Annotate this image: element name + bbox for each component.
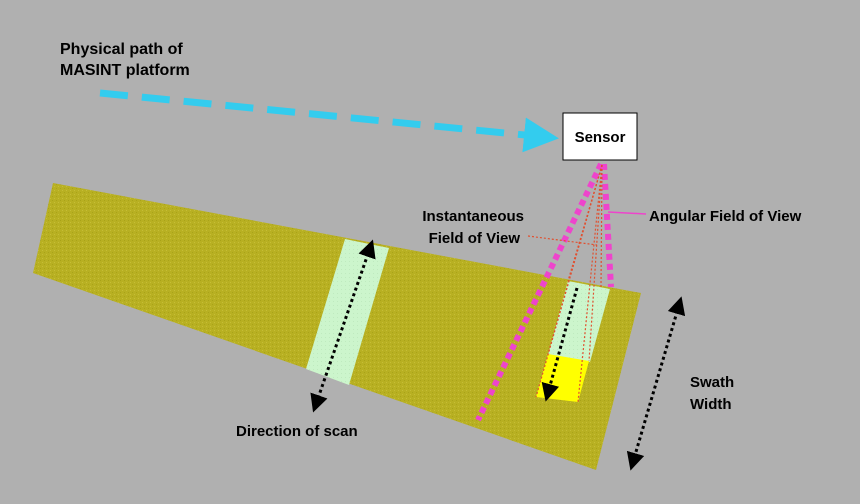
swath-width-label-line1: Swath [690, 374, 734, 391]
afov-label: Angular Field of View [649, 208, 802, 225]
afov-boundary-left [475, 162, 604, 422]
ifov-rays [535, 164, 603, 403]
sensor-box [562, 112, 638, 161]
sensor-label: Sensor [575, 129, 626, 146]
ifov-label-line2: Field of View [429, 230, 521, 247]
platform-path-label-line2: MASINT platform [60, 62, 190, 79]
direction-of-scan-label: Direction of scan [236, 423, 358, 440]
platform-path-label-line1: Physical path of [60, 41, 183, 58]
swath-width-label-line2: Width [690, 396, 732, 413]
ifov-label-line1: Instantaneous [422, 208, 524, 225]
ifov-leader [527, 235, 598, 246]
current-scan-arrow [541, 287, 579, 402]
platform-path-arrow [99, 89, 559, 153]
afov-leader [607, 211, 647, 215]
swath-width-arrow [626, 296, 686, 471]
afov-boundary-right [601, 163, 614, 288]
